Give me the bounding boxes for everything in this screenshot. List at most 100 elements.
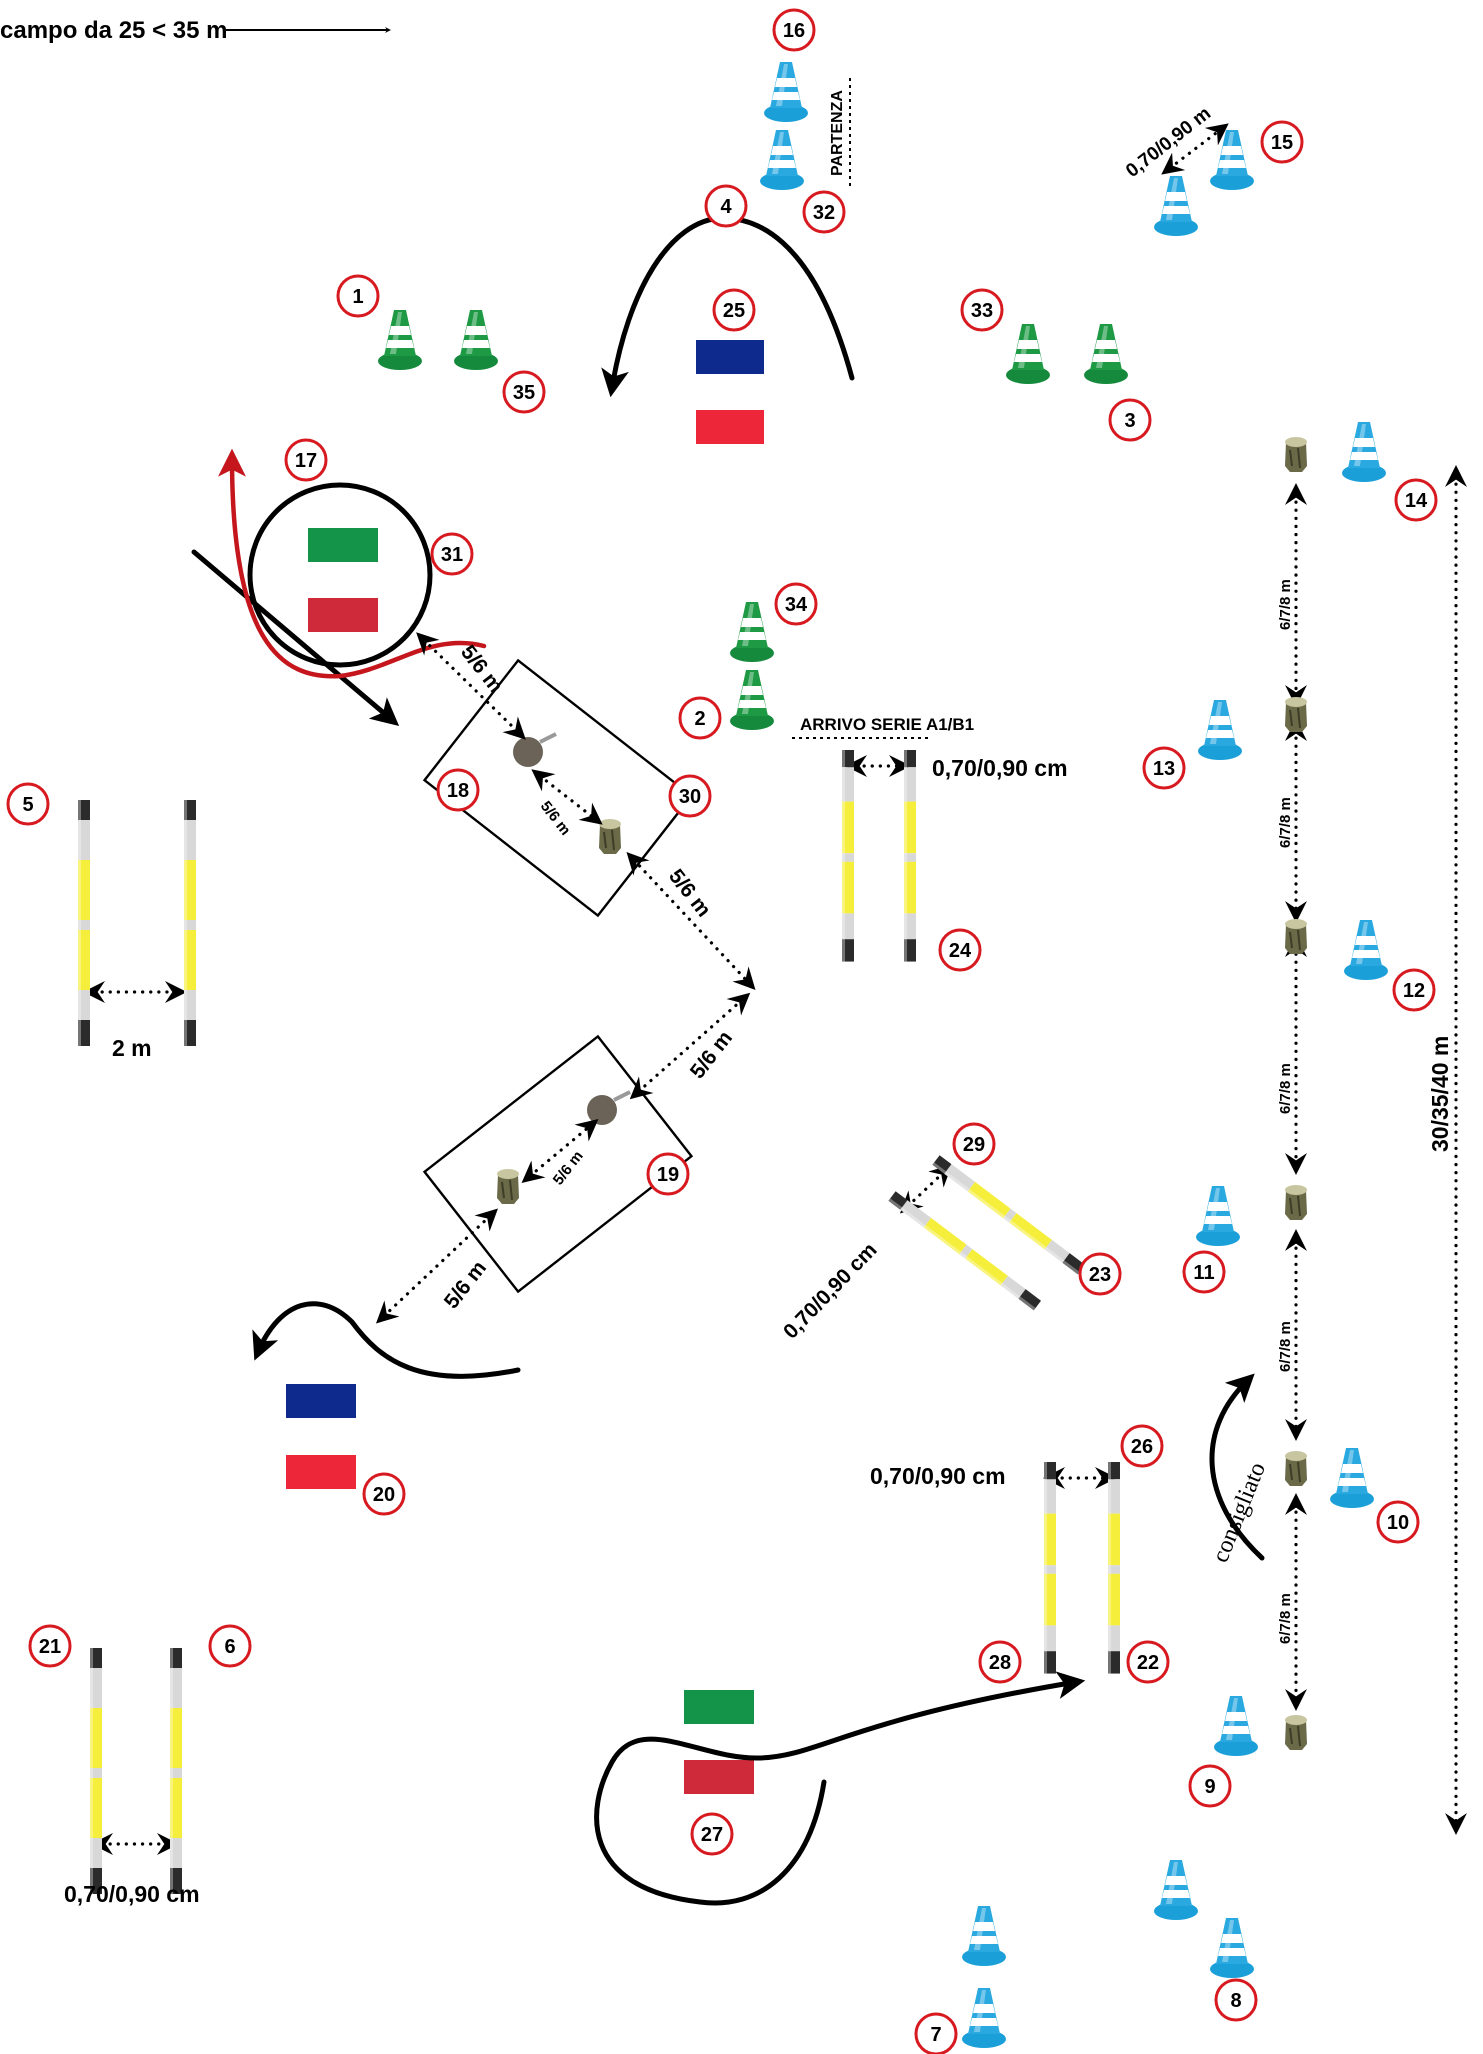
path-arrow-black-diag	[191, 549, 400, 727]
label-dist-fivesix: 5/6 m	[537, 798, 574, 839]
obstacle-number-label: 32	[813, 202, 835, 224]
obstacle-number-13: 13	[1142, 746, 1186, 790]
svg-text:campo da 25 < 35 m: campo da 25 < 35 m	[0, 17, 227, 44]
flag-20	[286, 1384, 356, 1489]
path-arrow-consigliato	[1209, 1373, 1265, 1561]
obstacle-number-label: 25	[723, 300, 745, 322]
flag-27	[684, 1690, 754, 1794]
pole-icon	[170, 1648, 182, 1894]
label-dist-poles-24: 0,70/0,90 cm	[932, 755, 1068, 781]
pole-icon	[90, 1648, 102, 1894]
label-dist-slalom: 6/7/8 m	[1277, 1063, 1294, 1114]
obstacle-number-26: 26	[1120, 1424, 1164, 1468]
label-dist-total: 30/35/40 m	[1427, 1036, 1453, 1152]
pole-icon	[1108, 1462, 1120, 1674]
pole-icon	[842, 750, 854, 962]
obstacle-number-label: 2	[694, 708, 705, 730]
obstacle-number-label: 11	[1193, 1262, 1214, 1284]
obstacle-number-14: 14	[1394, 478, 1438, 522]
obstacle-number-label: 8	[1230, 1990, 1241, 2012]
obstacle-number-34: 34	[774, 582, 818, 626]
pole-icon	[184, 800, 196, 1046]
label-dist-poles-26: 0,70/0,90 cm	[870, 1463, 1006, 1489]
stump-icon	[1284, 1184, 1308, 1221]
cone-blue-icon	[962, 1988, 1006, 2048]
stump-icon	[1284, 1714, 1308, 1751]
obstacle-number-16: 16	[772, 8, 816, 52]
obstacle-number-19: 19	[646, 1152, 690, 1196]
obstacle-number-5: 5	[6, 782, 50, 826]
obstacle-number-20: 20	[362, 1472, 406, 1516]
cone-blue-icon	[764, 62, 808, 122]
stump-icon	[1284, 1450, 1308, 1487]
path-arrow-20	[252, 1301, 521, 1379]
stump-icon	[1284, 696, 1308, 733]
obstacle-number-label: 24	[949, 940, 972, 962]
obstacle-number-21: 21	[28, 1624, 72, 1668]
obstacle-number-24: 24	[938, 928, 982, 972]
obstacle-number-3: 3	[1108, 398, 1152, 442]
cone-blue-icon	[1210, 1918, 1254, 1978]
cone-blue-icon	[1330, 1448, 1374, 1508]
cone-blue-icon	[760, 130, 804, 190]
label-dist-poles-23: 0,70/0,90 cm	[779, 1238, 882, 1343]
label-dist-fivesix: 5/6 m	[456, 641, 507, 697]
obstacle-number-label: 4	[720, 196, 732, 218]
obstacle-number-label: 16	[783, 20, 805, 42]
label-consigliato: consigliato	[1207, 1459, 1271, 1566]
obstacle-number-label: 3	[1124, 410, 1135, 432]
obstacle-number-22: 22	[1126, 1640, 1170, 1684]
ball-icon	[587, 1090, 631, 1125]
cone-green-icon	[730, 670, 774, 730]
label-dist-slalom: 6/7/8 m	[1277, 1321, 1294, 1372]
obstacle-number-label: 23	[1089, 1264, 1111, 1286]
ball-icon	[513, 732, 557, 767]
pole-icon	[904, 750, 916, 962]
obstacle-number-27: 27	[690, 1812, 734, 1856]
cone-blue-icon	[1196, 1186, 1240, 1246]
path-arrow-27	[594, 1671, 1086, 1906]
obstacle-number-2: 2	[678, 696, 722, 740]
cone-green-icon	[730, 602, 774, 662]
obstacle-number-7: 7	[914, 2012, 958, 2054]
pole-icon	[1044, 1462, 1056, 1674]
label-dist-fivesix: 5/6 m	[664, 865, 715, 921]
obstacle-number-label: 27	[701, 1824, 723, 1846]
obstacle-number-label: 29	[963, 1134, 985, 1156]
obstacle-number-label: 14	[1405, 490, 1428, 512]
obstacle-number-25: 25	[712, 288, 756, 332]
obstacle-number-11: 11	[1182, 1250, 1226, 1294]
obstacle-number-label: 9	[1204, 1776, 1215, 1798]
cone-green-icon	[1006, 324, 1050, 384]
label-dist-poles-21: 0,70/0,90 cm	[64, 1881, 200, 1907]
obstacle-number-31: 31	[430, 532, 474, 576]
label-dist-two: 2 m	[112, 1035, 152, 1061]
label-partenza: PARTENZA	[829, 90, 846, 176]
cone-blue-icon	[1344, 920, 1388, 980]
obstacle-number-23: 23	[1078, 1252, 1122, 1296]
obstacle-number-8: 8	[1214, 1978, 1258, 2022]
cone-green-icon	[1084, 324, 1128, 384]
circle-obstacle	[247, 482, 433, 668]
obstacle-number-4: 4	[704, 184, 748, 228]
distance-lines	[83, 123, 1467, 1855]
obstacle-number-label: 7	[930, 2024, 941, 2046]
obstacle-number-label: 21	[39, 1636, 61, 1658]
obstacle-number-label: 18	[447, 780, 469, 802]
cone-blue-icon	[1342, 422, 1386, 482]
obstacle-number-1: 1	[336, 274, 380, 318]
obstacle-number-label: 22	[1137, 1652, 1159, 1674]
obstacle-number-10: 10	[1376, 1500, 1420, 1544]
obstacle-number-label: 19	[657, 1164, 679, 1186]
obstacle-number-6: 6	[208, 1624, 252, 1668]
pole-icon	[888, 1191, 1041, 1311]
field-note: campo da 25 < 35 m	[0, 17, 391, 44]
cone-green-icon	[378, 310, 422, 370]
obstacle-number-label: 1	[352, 286, 363, 308]
obstacle-number-label: 35	[513, 382, 535, 404]
flag-31	[308, 528, 378, 632]
obstacle-number-35: 35	[502, 370, 546, 414]
obstacle-number-9: 9	[1188, 1764, 1232, 1808]
obstacle-number-30: 30	[668, 774, 712, 818]
